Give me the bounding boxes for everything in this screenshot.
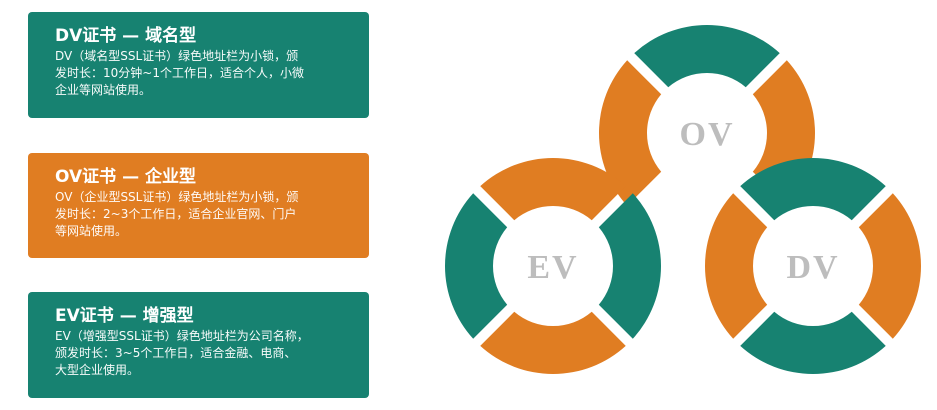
card-ov-description: OV（企业型SSL证书）绿色地址栏为小锁，颁 发时长：2~3个工作日，适合企业官…: [55, 189, 353, 240]
card-ev-desc-line: EV（增强型SSL证书）绿色地址栏为公司名称，: [55, 329, 309, 343]
card-ov-title: OV证书 — 企业型: [55, 167, 196, 187]
card-dv-desc-line: 发时长：10分钟~1个工作日，适合个人，小微: [55, 66, 304, 80]
ring-dv-segment-top: [740, 157, 886, 221]
card-ev-desc-line: 大型企业使用。: [55, 363, 140, 377]
ring-ov-label: OV: [680, 116, 735, 153]
card-dv-description: DV（域名型SSL证书）绿色地址栏为小锁，颁 发时长：10分钟~1个工作日，适合…: [55, 48, 353, 99]
ring-dv-label: DV: [786, 249, 839, 286]
card-dv-title: DV证书 — 域名型: [55, 26, 197, 46]
ring-dv-segment-left: [704, 193, 768, 339]
card-ov-desc-line: 等网站使用。: [55, 224, 128, 238]
card-ev: EV证书 — 增强型 EV（增强型SSL证书）绿色地址栏为公司名称， 颁发时长：…: [28, 292, 369, 398]
ring-ev-label: EV: [527, 249, 578, 286]
ring-dv: DV: [704, 157, 922, 375]
ring-ov-center: [649, 75, 765, 191]
card-ov-desc-line: OV（企业型SSL证书）绿色地址栏为小锁，颁: [55, 190, 299, 204]
ring-ev-segment-bottom: [480, 311, 626, 374]
ring-ev: EV: [445, 158, 662, 374]
ring-ev-segment-top: [480, 158, 626, 221]
card-ev-title: EV证书 — 增强型: [55, 306, 194, 326]
card-dv: DV证书 — 域名型 DV（域名型SSL证书）绿色地址栏为小锁，颁 发时长：10…: [28, 12, 369, 118]
ring-ov-segment-left: [598, 60, 662, 206]
card-dv-desc-line: DV（域名型SSL证书）绿色地址栏为小锁，颁: [55, 49, 299, 63]
card-ov-desc-line: 发时长：2~3个工作日，适合企业官网、门户: [55, 207, 297, 221]
ring-dv-segment-right: [858, 193, 922, 339]
ring-dv-segment-bottom: [740, 311, 886, 375]
ring-ev-segment-left: [445, 193, 508, 339]
card-ev-desc-line: 颁发时长：3~5个工作日，适合金融、电商、: [55, 346, 297, 360]
ring-dv-center: [755, 208, 871, 324]
card-dv-desc-line: 企业等网站使用。: [55, 83, 152, 97]
ring-ov-segment-top: [634, 24, 780, 88]
ring-ev-center: [495, 208, 611, 324]
card-ov: OV证书 — 企业型 OV（企业型SSL证书）绿色地址栏为小锁，颁 发时长：2~…: [28, 153, 369, 258]
ring-ev-segment-right: [598, 193, 662, 339]
card-ev-description: EV（增强型SSL证书）绿色地址栏为公司名称， 颁发时长：3~5个工作日，适合金…: [55, 328, 353, 379]
